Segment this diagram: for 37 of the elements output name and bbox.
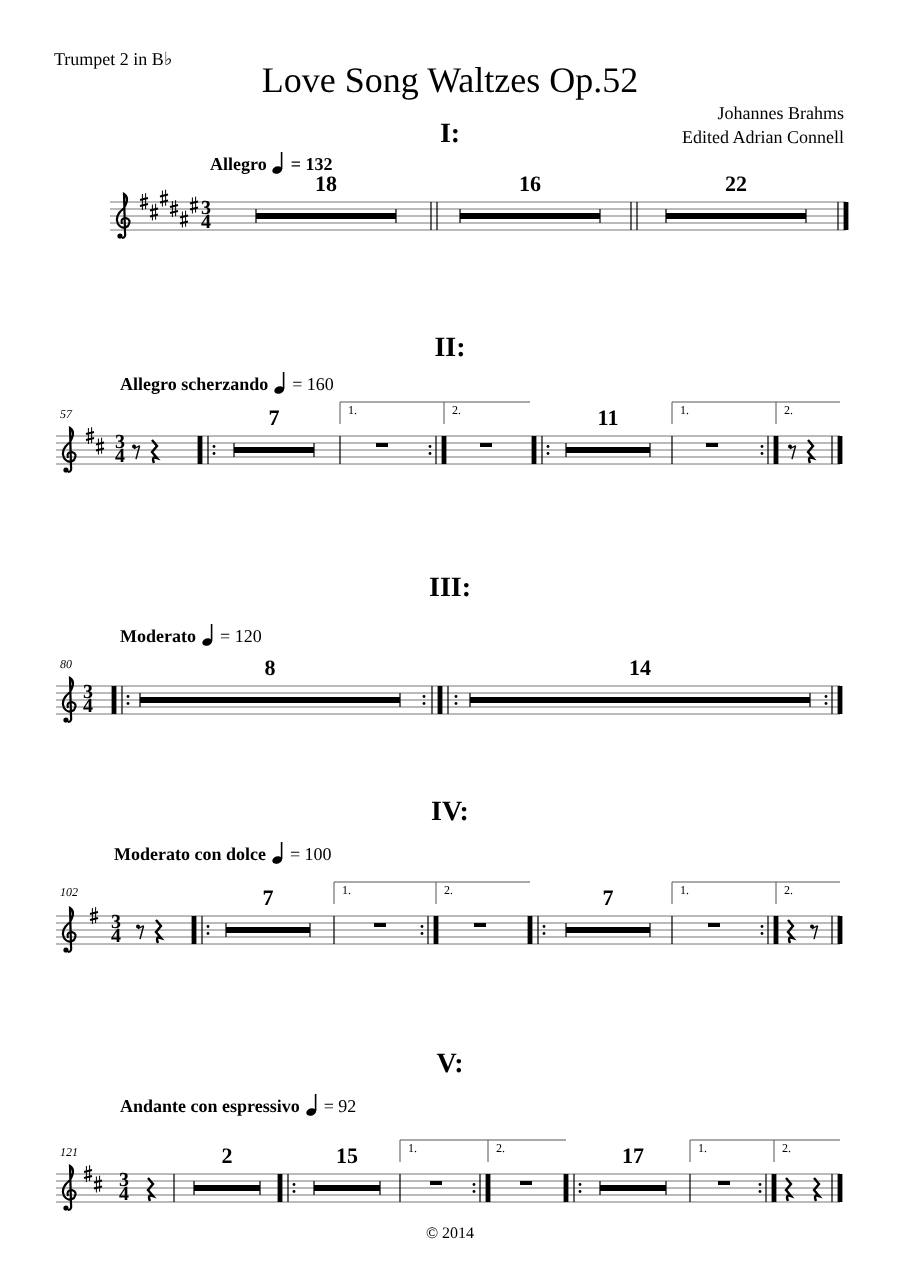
metronome-mark: = 92: [323, 1098, 357, 1116]
section-heading: II:: [434, 336, 466, 364]
metronome-mark: = 120: [220, 628, 262, 646]
copyright-notice: © 2014: [425, 1226, 475, 1242]
tempo-marking: Moderato: [120, 628, 196, 646]
rest-count: 17: [622, 1147, 644, 1169]
tempo-marking: Allegro: [210, 156, 267, 174]
time-signature-digit: 4: [115, 447, 125, 467]
section-heading: III:: [429, 576, 471, 604]
rest-count: 14: [629, 659, 651, 681]
instrument-name: Trumpet 2 in B♭: [54, 51, 172, 69]
tempo-marking: Moderato con dolce: [114, 846, 266, 864]
title: Love Song Waltzes Op.52: [261, 62, 639, 98]
rest-count: 11: [597, 409, 619, 431]
rest-count: 8: [264, 659, 276, 681]
tempo-marking: Allegro scherzando: [120, 376, 269, 394]
composer-name: Johannes Brahms: [717, 105, 844, 123]
tempo-marking: Andante con espressivo: [120, 1098, 300, 1116]
section-heading: V:: [436, 1052, 464, 1080]
time-signature-digit: 4: [201, 213, 211, 233]
rest-count: 16: [519, 175, 541, 197]
metronome-mark: = 100: [289, 846, 332, 864]
rest-count: 18: [315, 175, 337, 197]
time-signature-digit: 4: [83, 697, 93, 717]
rest-count: 22: [725, 175, 747, 197]
rest-count: 7: [262, 889, 274, 911]
section-heading: I:: [439, 122, 461, 150]
rest-count: 7: [602, 889, 614, 911]
rest-count: 7: [268, 409, 280, 431]
time-signature-digit: 4: [119, 1185, 129, 1205]
rest-count: 15: [336, 1147, 358, 1169]
rest-count: 2: [221, 1147, 233, 1169]
metronome-mark: = 132: [290, 156, 333, 174]
time-signature-digit: 4: [111, 927, 121, 947]
metronome-mark: = 160: [292, 376, 334, 394]
editor-credit: Edited Adrian Connell: [682, 129, 844, 147]
section-heading: IV:: [431, 800, 469, 828]
